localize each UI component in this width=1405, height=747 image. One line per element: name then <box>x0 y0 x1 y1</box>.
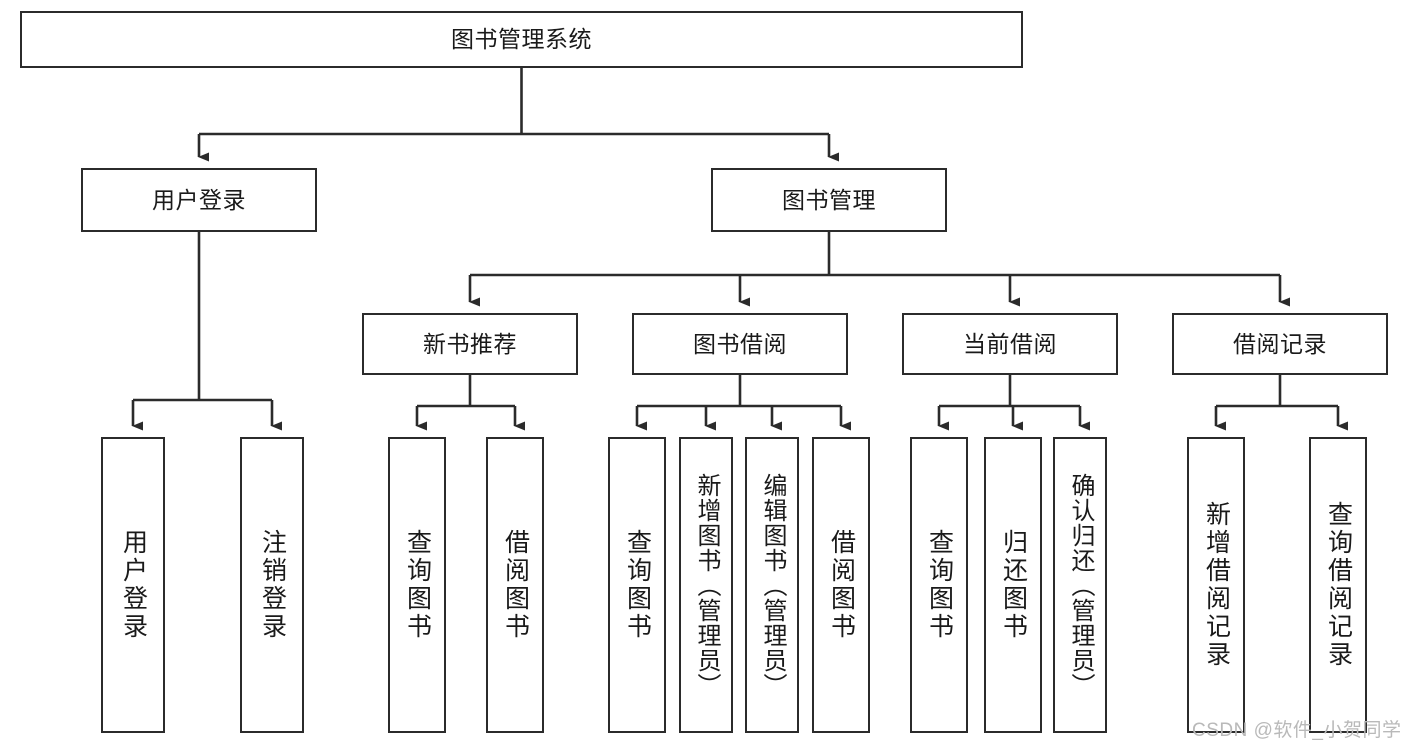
node-book-manage[interactable]: 图书管理 <box>711 168 947 232</box>
node-new-book-rec[interactable]: 新书推荐 <box>362 313 578 375</box>
node-label-leaf-confirm-return: 确认归还（管理员） <box>1067 472 1094 698</box>
node-label-leaf-query-book-3: 查询图书 <box>925 529 954 641</box>
node-label-book-manage: 图书管理 <box>782 186 876 213</box>
node-leaf-query-record[interactable]: 查询借阅记录 <box>1309 437 1367 733</box>
node-label-book-borrow: 图书借阅 <box>693 330 787 357</box>
node-label-leaf-query-record: 查询借阅记录 <box>1324 501 1353 669</box>
node-leaf-add-record[interactable]: 新增借阅记录 <box>1187 437 1245 733</box>
node-leaf-edit-book[interactable]: 编辑图书（管理员） <box>745 437 799 733</box>
node-label-leaf-add-record: 新增借阅记录 <box>1202 501 1231 669</box>
node-label-leaf-query-book-2: 查询图书 <box>623 529 652 641</box>
node-leaf-query-book-3[interactable]: 查询图书 <box>910 437 968 733</box>
node-borrow-record[interactable]: 借阅记录 <box>1172 313 1388 375</box>
node-label-leaf-borrow-book-2: 借阅图书 <box>827 529 856 641</box>
node-label-leaf-add-book: 新增图书（管理员） <box>693 472 720 698</box>
node-user-login[interactable]: 用户登录 <box>81 168 317 232</box>
node-leaf-borrow-book-1[interactable]: 借阅图书 <box>486 437 544 733</box>
node-label-leaf-query-book-1: 查询图书 <box>403 529 432 641</box>
node-label-leaf-user-logout: 注销登录 <box>258 529 287 641</box>
node-label-root: 图书管理系统 <box>451 26 592 53</box>
node-book-borrow[interactable]: 图书借阅 <box>632 313 848 375</box>
node-leaf-borrow-book-2[interactable]: 借阅图书 <box>812 437 870 733</box>
node-current-borrow[interactable]: 当前借阅 <box>902 313 1118 375</box>
node-label-user-login: 用户登录 <box>152 186 246 213</box>
node-label-new-book-rec: 新书推荐 <box>423 330 517 357</box>
node-label-borrow-record: 借阅记录 <box>1233 330 1327 357</box>
node-label-leaf-return-book: 归还图书 <box>999 529 1028 641</box>
node-leaf-user-login[interactable]: 用户登录 <box>101 437 165 733</box>
node-leaf-query-book-1[interactable]: 查询图书 <box>388 437 446 733</box>
watermark-text: CSDN @软件_小贺同学 <box>1192 720 1402 741</box>
node-label-leaf-edit-book: 编辑图书（管理员） <box>759 472 786 698</box>
node-label-current-borrow: 当前借阅 <box>963 330 1057 357</box>
node-leaf-confirm-return[interactable]: 确认归还（管理员） <box>1053 437 1107 733</box>
node-root[interactable]: 图书管理系统 <box>20 11 1023 68</box>
node-leaf-add-book[interactable]: 新增图书（管理员） <box>679 437 733 733</box>
node-leaf-user-logout[interactable]: 注销登录 <box>240 437 304 733</box>
node-leaf-query-book-2[interactable]: 查询图书 <box>608 437 666 733</box>
node-leaf-return-book[interactable]: 归还图书 <box>984 437 1042 733</box>
node-label-leaf-user-login: 用户登录 <box>119 529 148 641</box>
node-label-leaf-borrow-book-1: 借阅图书 <box>501 529 530 641</box>
